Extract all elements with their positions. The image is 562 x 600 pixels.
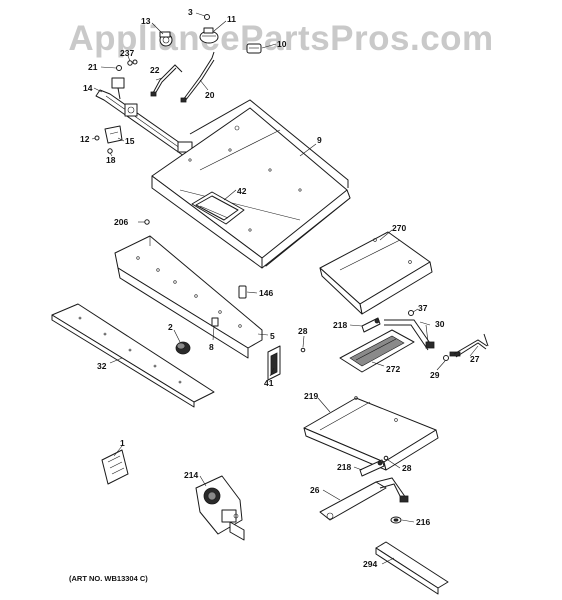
callout-28-upper: 28 <box>298 326 308 336</box>
part-10-switch <box>246 43 262 54</box>
part-11-valve <box>199 27 219 44</box>
part-15-bracket <box>104 125 123 144</box>
part-18-screw <box>107 148 113 154</box>
callout-216: 216 <box>416 517 430 527</box>
part-26-burner <box>319 477 409 521</box>
callout-41: 41 <box>264 378 274 388</box>
part-28a-screw <box>300 347 306 353</box>
callout-10: 10 <box>277 39 287 49</box>
part-21-fitting <box>116 65 122 71</box>
callout-26: 26 <box>310 485 320 495</box>
part-41-bracket <box>267 345 281 381</box>
part-294-deflector <box>375 541 449 595</box>
callout-218-lower: 218 <box>337 462 351 472</box>
part-3-screw <box>204 14 210 20</box>
part-14-manifold <box>95 77 193 157</box>
part-216-nut <box>390 516 402 524</box>
callout-32: 32 <box>97 361 107 371</box>
callout-27: 27 <box>470 354 480 364</box>
callout-18: 18 <box>106 155 116 165</box>
part-206-screw <box>144 219 150 225</box>
callout-3: 3 <box>188 7 193 17</box>
part-8-clip <box>211 317 219 327</box>
leader-lines <box>91 12 479 565</box>
callout-11: 11 <box>227 14 236 24</box>
part-214-regulator <box>195 475 245 541</box>
callout-214: 214 <box>184 470 198 480</box>
part-22-tube <box>150 64 183 97</box>
callout-21: 21 <box>88 62 98 72</box>
callout-14: 14 <box>83 83 93 93</box>
part-272-burner <box>339 329 415 373</box>
callout-8: 8 <box>209 342 214 352</box>
part-218a-tube <box>361 317 381 333</box>
callout-2: 2 <box>168 322 173 332</box>
callout-206: 206 <box>114 217 128 227</box>
watermark: AppliancePartsPros.com <box>68 19 493 58</box>
callout-272: 272 <box>386 364 400 374</box>
part-9-burner-box <box>151 99 351 269</box>
art-number: (ART NO. WB13304 C) <box>69 574 148 583</box>
part-146-clip <box>238 285 247 299</box>
callout-29: 29 <box>430 370 440 380</box>
part-2-knob <box>175 341 191 355</box>
part-30-orifice <box>384 319 435 351</box>
callout-1: 1 <box>120 438 125 448</box>
part-5-panel <box>114 235 263 359</box>
callout-28-lower: 28 <box>402 463 412 473</box>
callout-218-upper: 218 <box>333 320 347 330</box>
callout-219: 219 <box>304 391 318 401</box>
callout-237: 237 <box>120 48 134 58</box>
callout-22: 22 <box>150 65 160 75</box>
part-32-trim <box>51 303 215 408</box>
callout-labels: 3 11 13 10 237 21 22 20 14 12 15 18 9 42… <box>80 7 480 569</box>
part-13-valve <box>159 31 173 47</box>
callout-13: 13 <box>141 16 151 26</box>
callout-294: 294 <box>363 559 377 569</box>
callout-9: 9 <box>317 135 322 145</box>
part-218b-tube <box>359 459 385 477</box>
part-27-probe <box>453 333 489 358</box>
part-28b-screw <box>383 455 389 461</box>
part-219-shield <box>303 396 439 471</box>
part-20-tube <box>180 51 215 103</box>
callout-42: 42 <box>237 186 247 196</box>
callout-270: 270 <box>392 223 406 233</box>
callout-30: 30 <box>435 319 445 329</box>
callout-12: 12 <box>80 134 90 144</box>
part-1-literature <box>101 449 129 485</box>
part-42-cover <box>191 191 245 225</box>
callout-146: 146 <box>259 288 273 298</box>
part-12-screw <box>94 135 100 141</box>
part-237-orifice <box>127 59 138 66</box>
callout-5: 5 <box>270 331 275 341</box>
part-270-shield <box>319 231 433 315</box>
callout-15: 15 <box>125 136 135 146</box>
callout-37: 37 <box>418 303 428 313</box>
callout-20: 20 <box>205 90 215 100</box>
part-37-screw <box>408 310 414 316</box>
